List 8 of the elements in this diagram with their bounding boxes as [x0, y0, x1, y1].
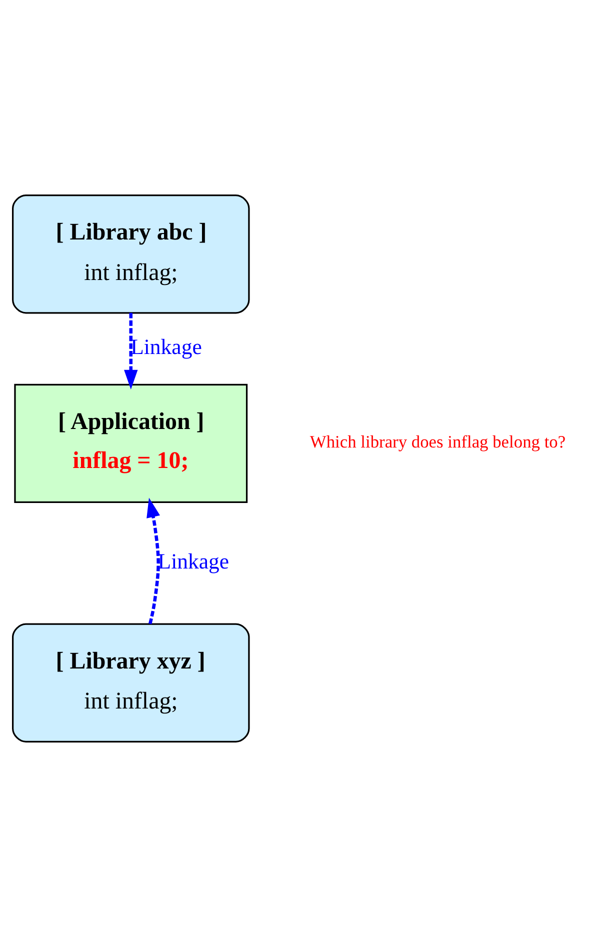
arrow: [146, 497, 160, 624]
edge-label: Linkage: [158, 549, 230, 574]
edge-label: Linkage: [130, 334, 202, 359]
node-box: [ Library xyz ] int inflag;: [12, 622, 250, 742]
node-label: Which library does inflag belong to?: [310, 431, 566, 452]
node-box: [ Application ] inflag = 10;: [14, 383, 248, 503]
arrow: [124, 312, 138, 389]
node-box: [ Library abc ] int inflag;: [12, 194, 250, 314]
